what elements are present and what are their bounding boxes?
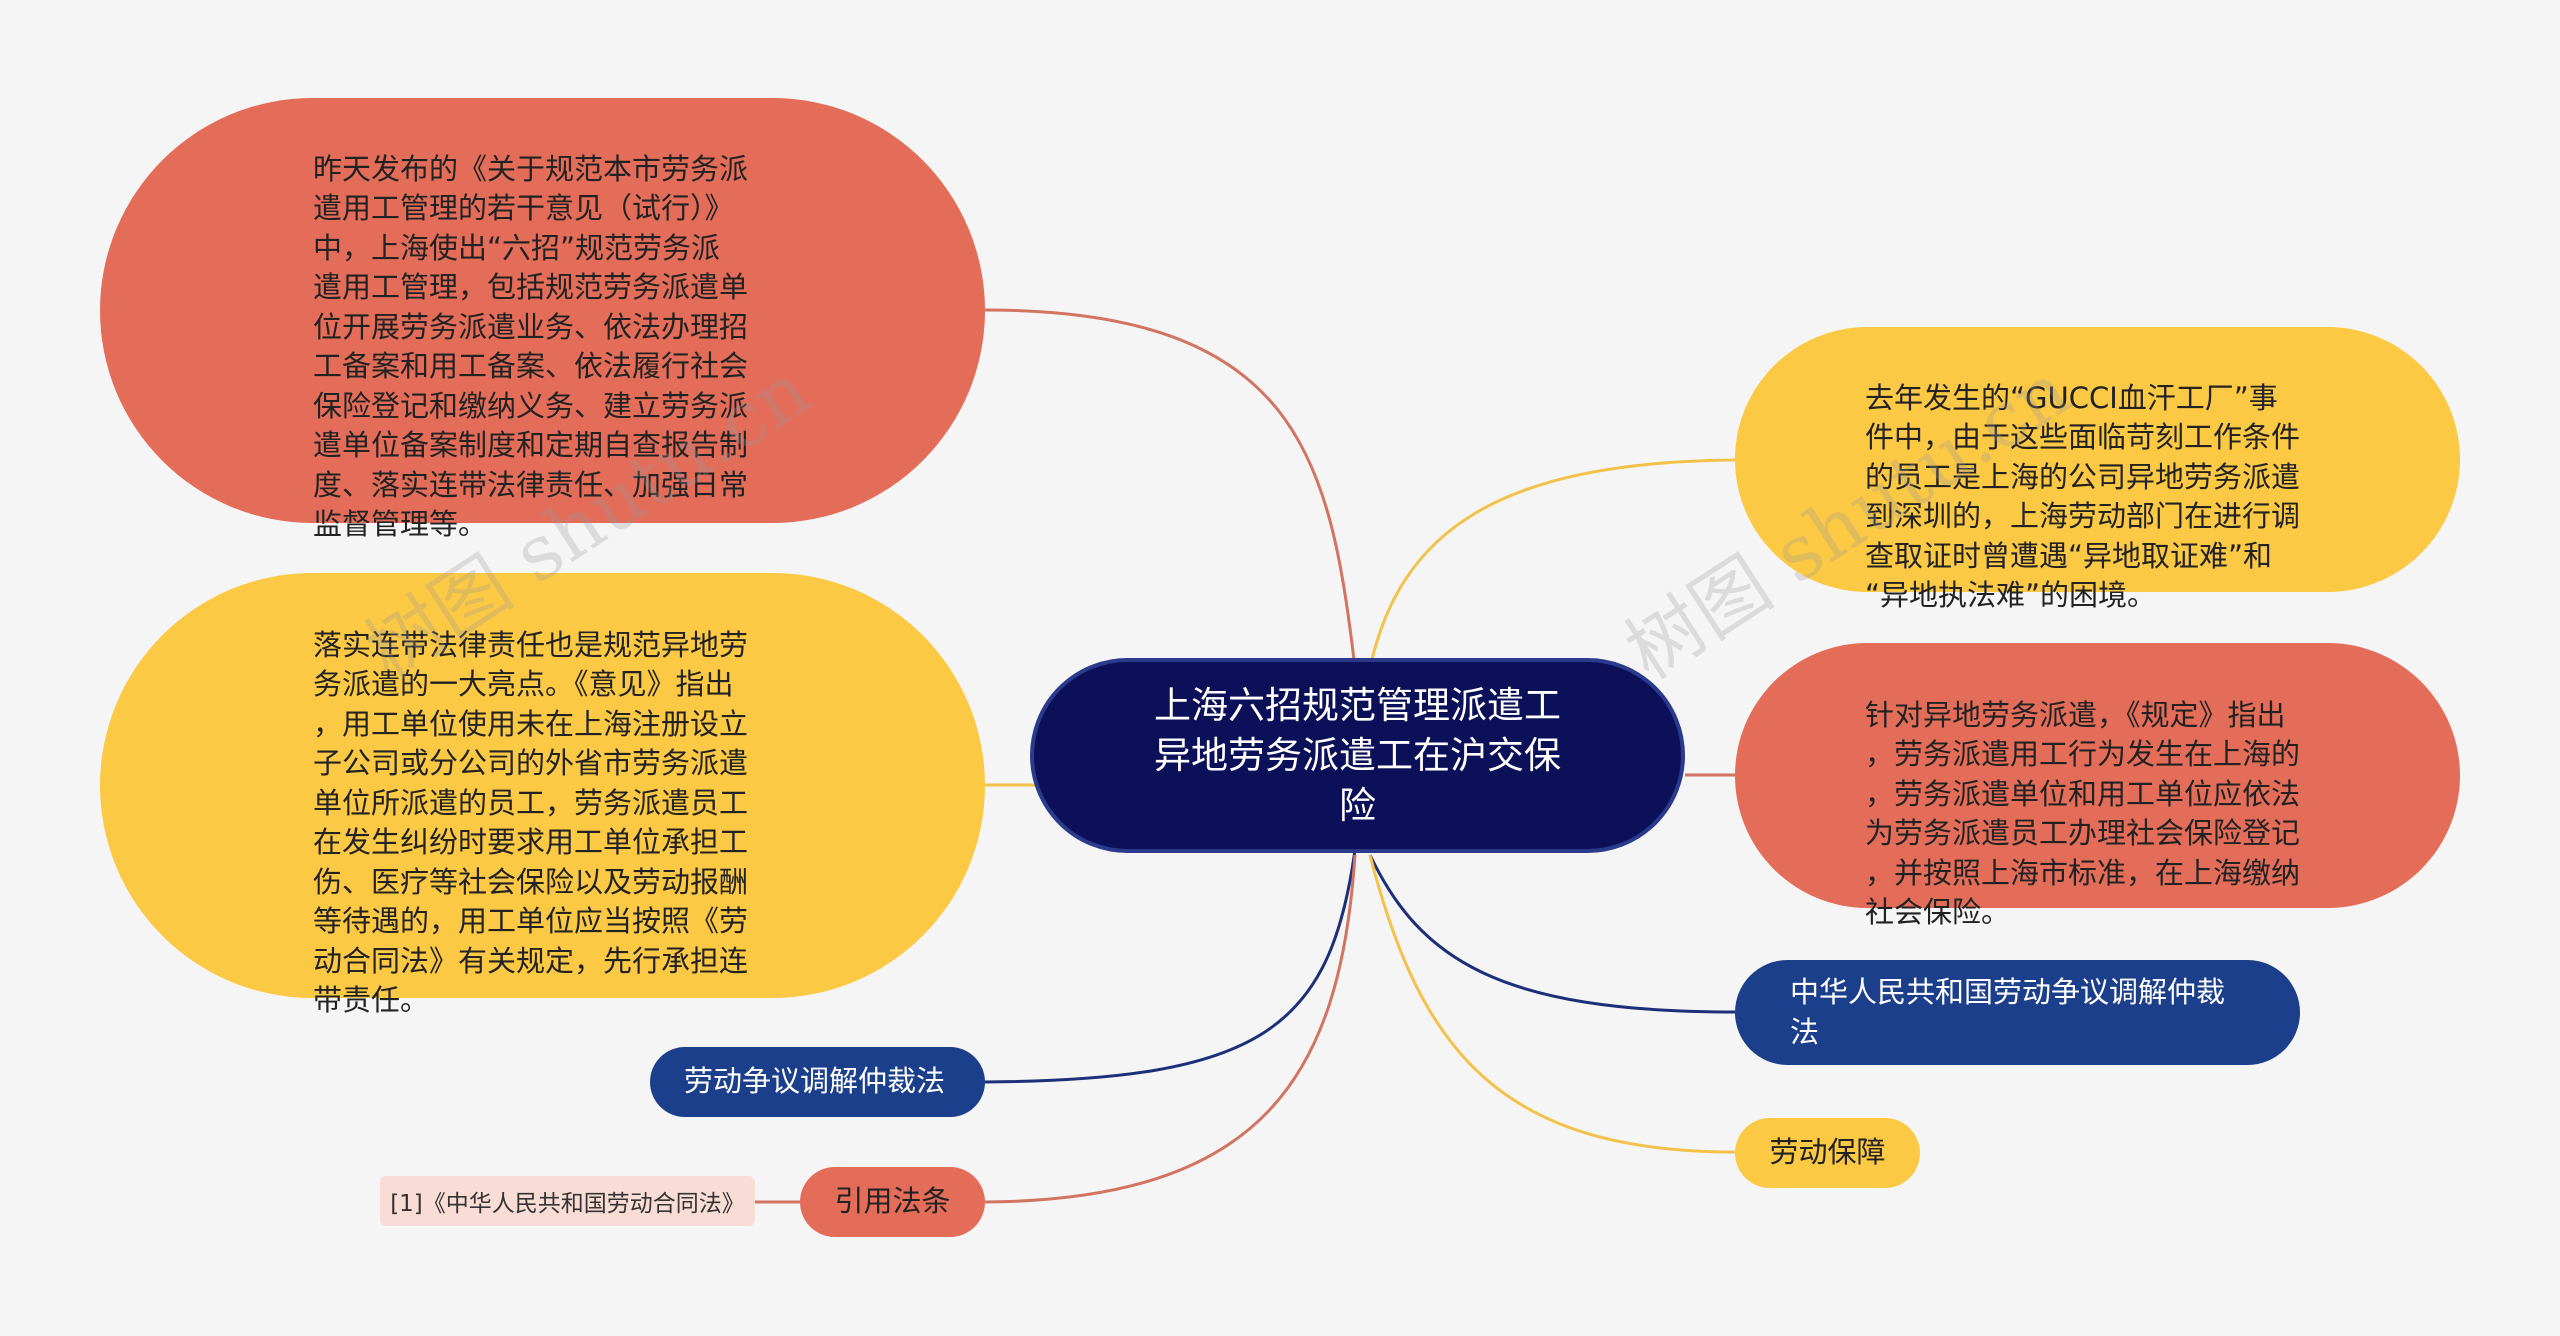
node-prc-labor-arbitration-law-text: 中华人民共和国劳动争议调解仲裁 法 xyxy=(1790,975,2226,1049)
ref-labor-contract-law-text: [1]《中华人民共和国劳动合同法》 xyxy=(390,1191,745,1217)
node-labor-arbitration-law-text: 劳动争议调解仲裁法 xyxy=(684,1064,946,1099)
central-topic-text: 上海六招规范管理派遣工 异地劳务派遣工在沪交保 险 xyxy=(1154,683,1561,827)
link-left-1 xyxy=(984,308,1357,669)
node-gucci-case-text: 去年发生的“GUCCI血汗工厂”事 件中，由于这些面临苛刻工作条件 的员工是上海… xyxy=(1865,380,2301,613)
node-gucci-case[interactable]: 去年发生的“GUCCI血汗工厂”事 件中，由于这些面临苛刻工作条件 的员工是上海… xyxy=(1735,327,2460,612)
node-joint-liability-text: 落实连带法律责任也是规范异地劳 务派遣的一大亮点。《意见》指出 ，用工单位使用未… xyxy=(313,627,749,1018)
ref-labor-contract-law[interactable]: [1]《中华人民共和国劳动合同法》 xyxy=(380,1176,755,1226)
node-six-measures-text: 昨天发布的《关于规范本市劳务派 遣用工管理的若干意见（试行）》 中，上海使出“六… xyxy=(313,151,749,542)
node-social-insurance[interactable]: 针对异地劳务派遣，《规定》指出 ，劳务派遣用工行为发生在上海的 ，劳务派遣单位和… xyxy=(1735,643,2460,929)
node-labor-security-text: 劳动保障 xyxy=(1769,1135,1886,1170)
node-prc-labor-arbitration-law[interactable]: 中华人民共和国劳动争议调解仲裁 法 xyxy=(1735,960,2300,1065)
node-cited-law-text: 引用法条 xyxy=(834,1184,951,1219)
node-labor-arbitration-law[interactable]: 劳动争议调解仲裁法 xyxy=(650,1047,985,1117)
link-right-3 xyxy=(1368,854,1736,1014)
link-right-4 xyxy=(1368,854,1736,1154)
link-left-3 xyxy=(984,849,1357,1084)
node-labor-security[interactable]: 劳动保障 xyxy=(1735,1118,1920,1188)
link-left-4 xyxy=(984,854,1357,1204)
node-six-measures[interactable]: 昨天发布的《关于规范本市劳务派 遣用工管理的若干意见（试行）》 中，上海使出“六… xyxy=(100,98,985,541)
node-social-insurance-text: 针对异地劳务派遣，《规定》指出 ，劳务派遣用工行为发生在上海的 ，劳务派遣单位和… xyxy=(1865,697,2301,930)
node-cited-law[interactable]: 引用法条 xyxy=(800,1167,985,1237)
link-right-1 xyxy=(1368,458,1736,669)
node-joint-liability[interactable]: 落实连带法律责任也是规范异地劳 务派遣的一大亮点。《意见》指出 ，用工单位使用未… xyxy=(100,573,985,1017)
central-topic[interactable]: 上海六招规范管理派遣工 异地劳务派遣工在沪交保 险 xyxy=(1030,658,1685,853)
